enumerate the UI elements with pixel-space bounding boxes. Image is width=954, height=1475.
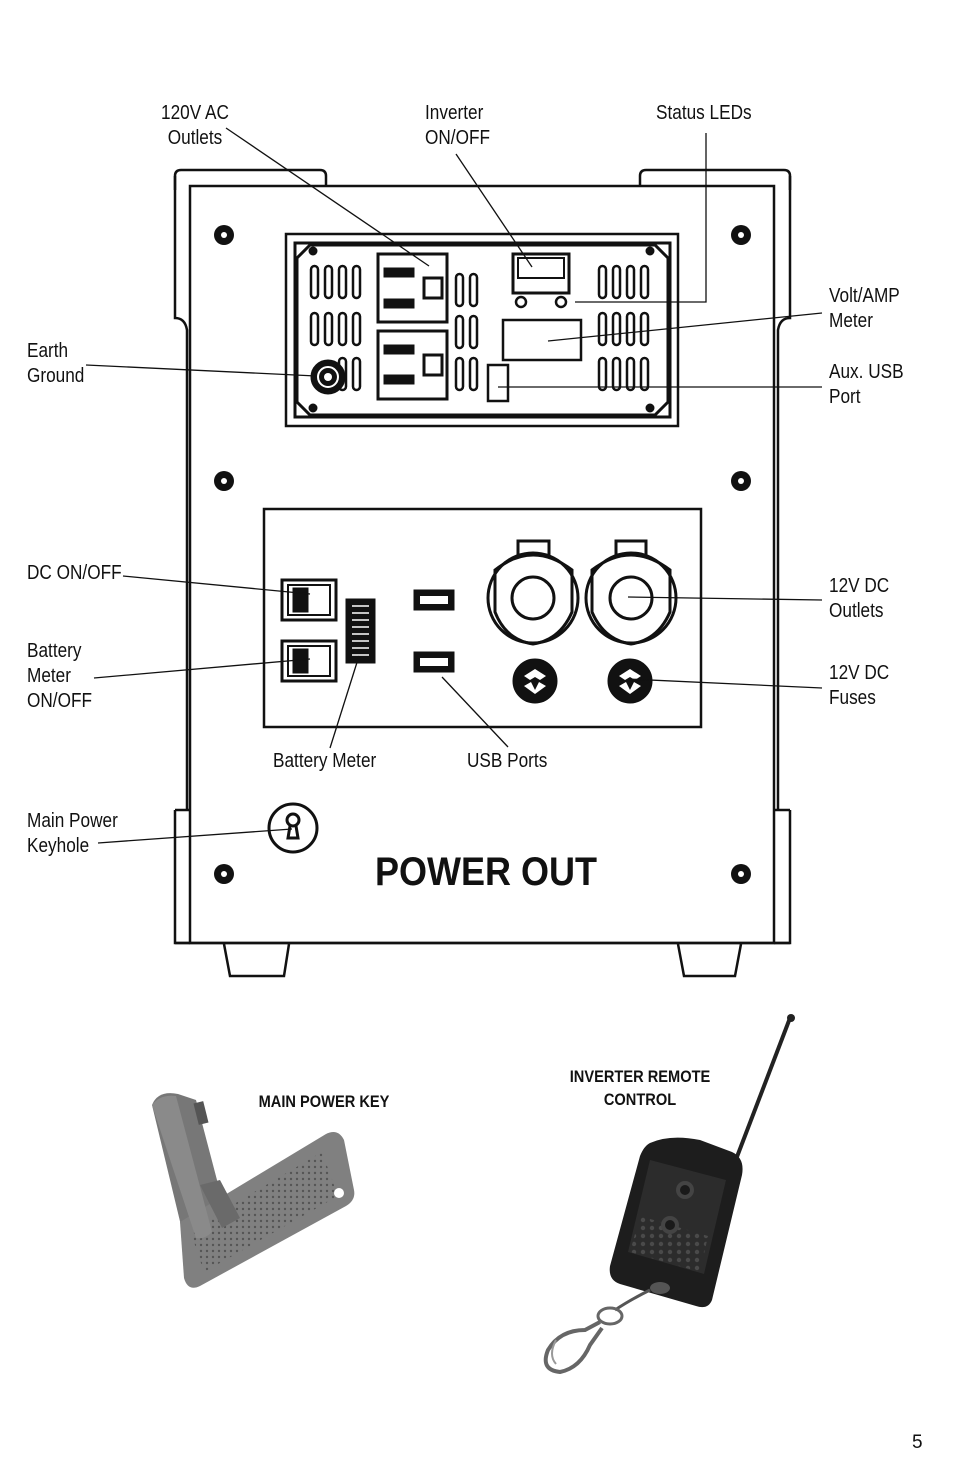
fuse-icon (512, 658, 558, 704)
usb-port-icon (413, 589, 455, 611)
inverter-panel (284, 232, 680, 428)
aux-usb-port-icon (486, 363, 510, 403)
ac-outlet-icon (376, 329, 449, 401)
label-main-power-keyhole: Main Power Keyhole (27, 810, 118, 857)
screw-icon (731, 864, 751, 884)
label-status-leds: Status LEDs (656, 102, 752, 124)
device-body (173, 168, 792, 978)
label-battery-meter: Battery Meter (273, 750, 377, 772)
caption-main-power-key: MAIN POWER KEY (258, 1092, 390, 1111)
dc-switch-icon (280, 578, 338, 622)
screw-icon (214, 864, 234, 884)
usb-port-icon (413, 651, 455, 673)
earth-ground-icon (310, 359, 346, 395)
battery-meter-icon (345, 598, 376, 664)
label-dc-outlets: 12V DC Outlets (829, 575, 890, 622)
screw-icon (214, 225, 234, 245)
dc-panel (262, 507, 703, 729)
keyhole-icon (267, 802, 319, 854)
leader-lines (85, 127, 823, 844)
caption-inverter-remote: INVERTER REMOTE CONTROL (569, 1067, 711, 1109)
label-dc-onoff: DC ON/OFF (27, 562, 122, 584)
label-usb-ports: USB Ports (467, 750, 548, 772)
status-led-icon (514, 295, 528, 309)
screw-icon (731, 471, 751, 491)
screw-icon (214, 471, 234, 491)
volt-amp-meter-icon (501, 318, 583, 362)
panel-title: POWER OUT (375, 850, 598, 894)
dc-outlet-icon (584, 539, 678, 646)
label-volt-amp-meter: Volt/AMP Meter (829, 285, 900, 332)
fuse-icon (607, 658, 653, 704)
main-power-key-image (152, 1093, 355, 1288)
dc-outlet-icon (486, 539, 580, 646)
ac-outlet-icon (376, 252, 449, 324)
status-led-icon (554, 295, 568, 309)
label-aux-usb-port: Aux. USB Port (829, 361, 904, 408)
label-ac-outlets: 120V AC Outlets (161, 102, 229, 149)
screw-icon (731, 225, 751, 245)
inverter-switch-icon (511, 252, 571, 295)
label-dc-fuses: 12V DC Fuses (829, 662, 890, 709)
label-battery-meter-onoff: Battery Meter ON/OFF (27, 640, 92, 712)
mounting-screws (214, 225, 751, 884)
page-number: 5 (912, 1432, 923, 1453)
label-earth-ground: Earth Ground (27, 340, 85, 387)
label-inverter-onoff: Inverter ON/OFF (425, 102, 490, 149)
inverter-remote-image (543, 1014, 795, 1375)
